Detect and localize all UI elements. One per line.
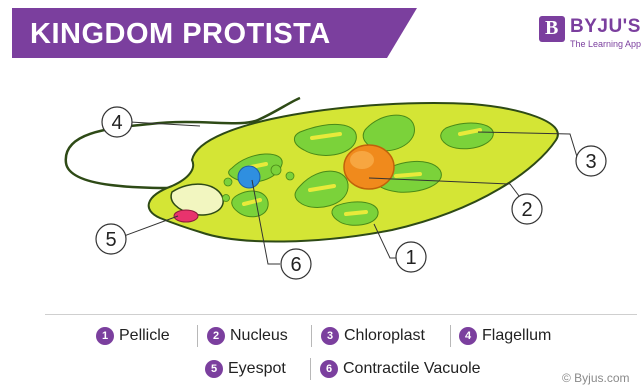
nucleus-highlight xyxy=(350,151,374,169)
leader-line-5 xyxy=(124,216,178,236)
legend-item-pellicle: 1 Pellicle xyxy=(96,325,170,347)
granule xyxy=(286,172,294,180)
legend-badge: 3 xyxy=(321,327,339,345)
legend-separator xyxy=(197,325,198,347)
granule xyxy=(224,178,232,186)
granule xyxy=(223,195,230,202)
legend-label: Nucleus xyxy=(230,327,288,345)
pyrenoid xyxy=(346,212,366,214)
callout-5-label: 5 xyxy=(105,229,116,251)
legend-badge: 5 xyxy=(205,360,223,378)
legend-label: Eyespot xyxy=(228,360,286,378)
callout-2-label: 2 xyxy=(521,199,532,221)
legend-item-flagellum: 4 Flagellum xyxy=(459,325,551,347)
callout-2: 2 xyxy=(512,194,542,224)
callout-4-label: 4 xyxy=(111,112,122,134)
legend-item-chloroplast: 3 Chloroplast xyxy=(321,325,425,347)
legend-item-contractile-vacuole: 6 Contractile Vacuole xyxy=(320,358,481,380)
legend-separator xyxy=(311,325,312,347)
callout-5: 5 xyxy=(96,224,126,254)
legend-badge: 6 xyxy=(320,360,338,378)
legend-label: Contractile Vacuole xyxy=(343,360,481,378)
legend-badge: 4 xyxy=(459,327,477,345)
callout-3-label: 3 xyxy=(585,151,596,173)
legend-item-nucleus: 2 Nucleus xyxy=(207,325,288,347)
copyright-credit: © Byjus.com xyxy=(562,371,630,385)
legend-label: Chloroplast xyxy=(344,327,425,345)
legend-label: Pellicle xyxy=(119,327,170,345)
legend-separator xyxy=(310,358,311,380)
legend-label: Flagellum xyxy=(482,327,551,345)
callout-6-label: 6 xyxy=(290,254,301,276)
legend-divider xyxy=(45,314,637,315)
legend-item-eyespot: 5 Eyespot xyxy=(205,358,286,380)
callout-1-label: 1 xyxy=(405,247,416,269)
legend-badge: 1 xyxy=(96,327,114,345)
callout-6: 6 xyxy=(281,249,311,279)
pyrenoid xyxy=(396,174,420,176)
callout-3: 3 xyxy=(576,146,606,176)
legend-badge: 2 xyxy=(207,327,225,345)
contractile-vacuole xyxy=(238,166,260,188)
callout-1: 1 xyxy=(396,242,426,272)
callout-4: 4 xyxy=(102,107,132,137)
granule xyxy=(271,165,281,175)
legend-separator xyxy=(450,325,451,347)
